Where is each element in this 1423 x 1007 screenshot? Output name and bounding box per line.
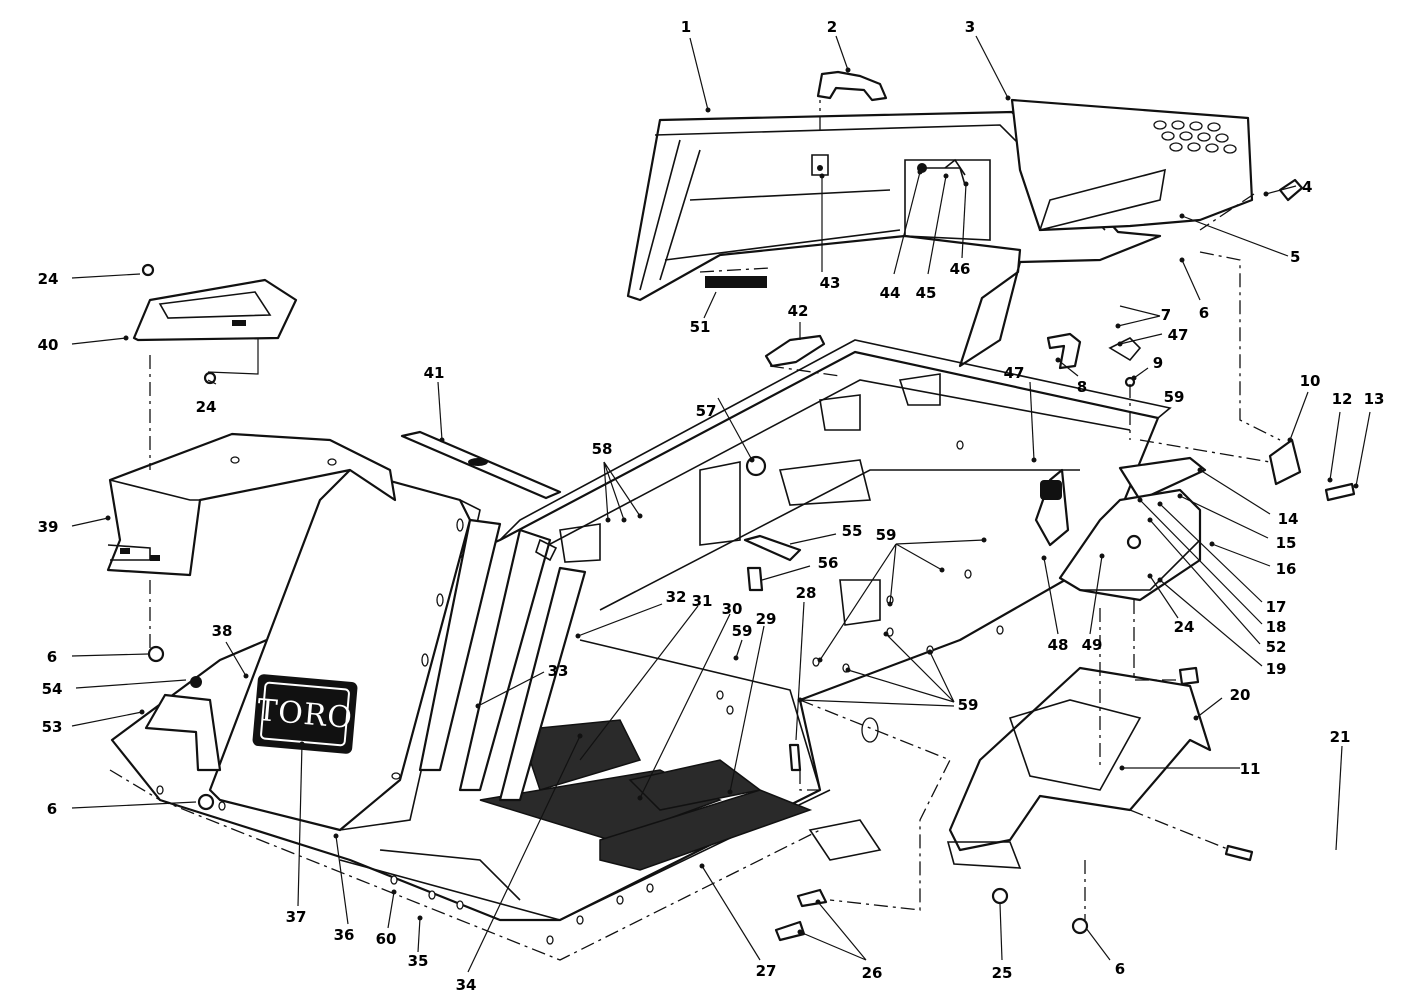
label-48: 48 (1048, 636, 1069, 654)
label-41: 41 (424, 364, 445, 382)
toro-logo-plate (252, 674, 358, 754)
label-6: 6 (1199, 304, 1209, 322)
label-10: 10 (1300, 372, 1321, 390)
label-47-b: 47 (1004, 364, 1025, 382)
label-58: 58 (592, 440, 613, 458)
label-19: 19 (1266, 660, 1287, 678)
label-6-bottom-left: 6 (47, 800, 57, 818)
label-6-bottom-right: 6 (1115, 960, 1125, 978)
label-43: 43 (820, 274, 841, 292)
label-55: 55 (842, 522, 863, 540)
label-14: 14 (1278, 510, 1299, 528)
floor-mats (479, 719, 813, 871)
label-45: 45 (916, 284, 937, 302)
label-59-d: 59 (1164, 388, 1185, 406)
label-54: 54 (42, 680, 63, 698)
vent-holes (1153, 120, 1237, 154)
label-33: 33 (548, 662, 569, 680)
label-30: 30 (722, 600, 743, 618)
label-35: 35 (408, 952, 429, 970)
label-46: 46 (950, 260, 971, 278)
label-21: 21 (1330, 728, 1351, 746)
label-59-a: 59 (732, 622, 753, 640)
label-36: 36 (334, 926, 355, 944)
label-17: 17 (1266, 598, 1287, 616)
label-13: 13 (1364, 390, 1385, 408)
label-24-top: 24 (38, 270, 59, 288)
label-7: 7 (1161, 306, 1171, 324)
side-rails (418, 518, 587, 802)
label-60: 60 (376, 930, 397, 948)
label-12: 12 (1332, 390, 1353, 408)
label-52: 52 (1266, 638, 1287, 656)
label-20: 20 (1230, 686, 1251, 704)
label-26: 26 (862, 964, 883, 982)
control-bracket (106, 278, 397, 577)
label-24-mid: 24 (196, 398, 217, 416)
label-16: 16 (1276, 560, 1297, 578)
leader-lines (71, 35, 1371, 973)
label-11: 11 (1240, 760, 1261, 778)
assembly-lines (149, 100, 1281, 920)
label-56: 56 (818, 554, 839, 572)
label-24-right: 24 (1174, 618, 1195, 636)
label-25: 25 (992, 964, 1013, 982)
label-39: 39 (38, 518, 59, 536)
toro-logo-text: TORO (256, 693, 354, 736)
label-29: 29 (756, 610, 777, 628)
label-27: 27 (756, 962, 777, 980)
label-6-left: 6 (47, 648, 57, 666)
label-42: 42 (788, 302, 809, 320)
label-59-b: 59 (876, 526, 897, 544)
label-15: 15 (1276, 534, 1297, 552)
label-1: 1 (681, 18, 691, 36)
label-38: 38 (212, 622, 233, 640)
label-4: 4 (1302, 178, 1312, 196)
part-labels: 1 2 3 4 5 6 7 47 8 9 10 12 13 14 15 16 1… (38, 18, 1385, 994)
label-2: 2 (827, 18, 837, 36)
label-37: 37 (286, 908, 307, 926)
label-47: 47 (1168, 326, 1189, 344)
label-59-c: 59 (958, 696, 979, 714)
label-57: 57 (696, 402, 717, 420)
label-9: 9 (1153, 354, 1163, 372)
label-8: 8 (1077, 378, 1087, 396)
label-32: 32 (666, 588, 687, 606)
hood-assembly (626, 70, 1254, 370)
label-3: 3 (965, 18, 975, 36)
cap-53 (144, 693, 222, 772)
label-44: 44 (880, 284, 901, 302)
label-53: 53 (42, 718, 63, 736)
label-5: 5 (1290, 248, 1300, 266)
label-49: 49 (1082, 636, 1103, 654)
label-18: 18 (1266, 618, 1287, 636)
fasteners (141, 178, 1356, 942)
label-28: 28 (796, 584, 817, 602)
seat-panel: TORO (208, 468, 481, 832)
label-51: 51 (690, 318, 711, 336)
label-40: 40 (38, 336, 59, 354)
label-31: 31 (692, 592, 713, 610)
plate-10 (1268, 438, 1302, 486)
label-34: 34 (456, 976, 477, 994)
